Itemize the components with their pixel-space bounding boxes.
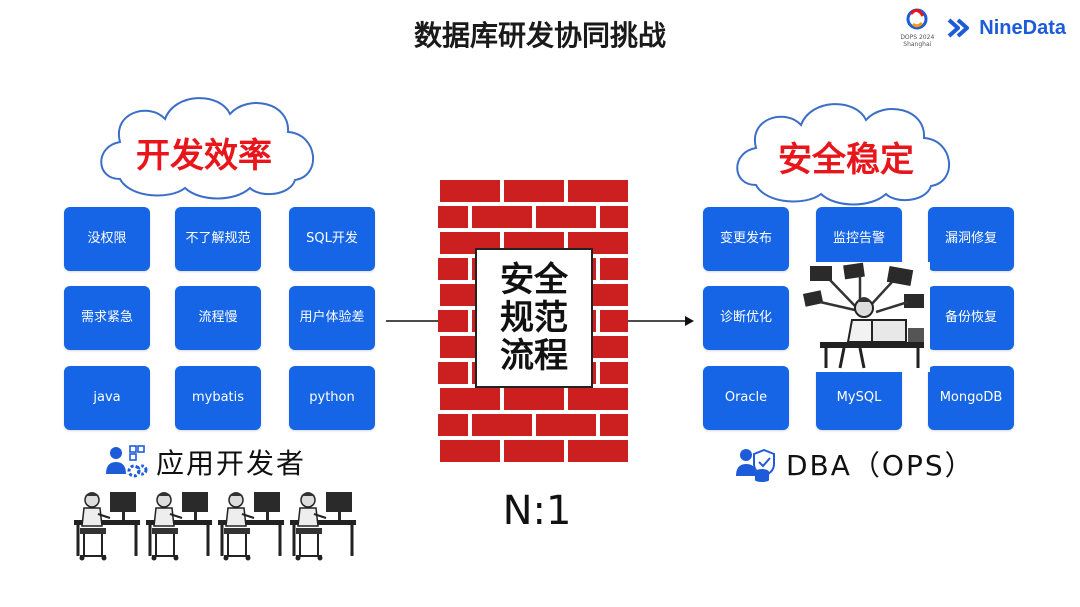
- tile-python: python: [289, 366, 375, 430]
- wall-label-box: 安全 规范 流程: [475, 248, 593, 388]
- wall-line-process: 流程: [500, 336, 568, 376]
- wall-brick: [440, 440, 500, 462]
- wall-line-standard: 规范: [500, 298, 568, 338]
- tile-mybatis: mybatis: [175, 366, 261, 430]
- cloud-shape-icon: [100, 97, 314, 200]
- ratio-label: N:1: [0, 488, 1080, 534]
- cloud-shape-icon: [736, 103, 950, 206]
- wall-brick: [438, 362, 468, 384]
- dops-logo: DOPS 2024 Shanghai: [897, 8, 937, 48]
- wall-brick: [438, 258, 468, 280]
- developer-desk: [214, 486, 286, 566]
- left-cloud: 开发效率: [90, 84, 330, 204]
- tile-change-release: 变更发布: [703, 207, 789, 271]
- ninedata-logo-icon: [947, 18, 970, 38]
- wall-brick: [600, 414, 628, 436]
- developer-gear-icon: [106, 445, 148, 478]
- developer-desk: [286, 486, 358, 566]
- right-arrow-icon: [627, 316, 694, 326]
- ninedata-brand: NineData: [979, 16, 1066, 39]
- busy-dba-illustration: [800, 262, 930, 372]
- wall-brick: [600, 206, 628, 228]
- wall-brick: [568, 180, 628, 202]
- tile-mysql: MySQL: [816, 366, 902, 430]
- wall-brick: [472, 206, 532, 228]
- wall-brick: [536, 206, 596, 228]
- tile-no-standards: 不了解规范: [175, 207, 261, 271]
- developers-illustration: [70, 486, 358, 566]
- page-title: 数据库研发协同挑战: [413, 19, 666, 52]
- tile-slow-process: 流程慢: [175, 286, 261, 350]
- ratio-text: N:1: [502, 488, 572, 534]
- tile-urgent-request: 需求紧急: [64, 286, 150, 350]
- wall-brick: [438, 414, 468, 436]
- tile-oracle: Oracle: [703, 366, 789, 430]
- tile-diagnosis: 诊断优化: [703, 286, 789, 350]
- left-cloud-text: 开发效率: [136, 136, 272, 176]
- wall-brick: [504, 440, 564, 462]
- wall-brick: [440, 180, 500, 202]
- right-caption-text: DBA（OPS）: [786, 449, 975, 482]
- wall-brick: [438, 206, 468, 228]
- tile-no-permission: 没权限: [64, 207, 150, 271]
- wall-brick: [600, 362, 628, 384]
- wall-brick: [600, 258, 628, 280]
- right-cloud: 安全稳定: [726, 90, 966, 210]
- logos: DOPS 2024 Shanghai NineData: [897, 8, 1066, 48]
- tile-vuln-fix: 漏洞修复: [928, 207, 1014, 271]
- dops-swirl-icon: [906, 8, 928, 30]
- wall-line-security: 安全: [500, 260, 568, 300]
- developer-desk: [70, 486, 142, 566]
- left-caption: 应用开发者: [104, 442, 306, 482]
- wall-brick: [568, 440, 628, 462]
- tile-java: java: [64, 366, 150, 430]
- developer-desk: [142, 486, 214, 566]
- wall-brick: [600, 310, 628, 332]
- wall-brick: [504, 388, 564, 410]
- tile-mongodb: MongoDB: [928, 366, 1014, 430]
- tile-sql-dev: SQL开发: [289, 207, 375, 271]
- dba-shield-icon: [736, 448, 775, 482]
- wall-brick: [504, 180, 564, 202]
- wall-brick: [568, 388, 628, 410]
- right-caption: DBA（OPS）: [734, 444, 975, 484]
- tile-monitoring: 监控告警: [816, 207, 902, 271]
- dops-label: DOPS 2024 Shanghai: [900, 34, 935, 48]
- left-caption-text: 应用开发者: [156, 447, 307, 480]
- wall-brick: [440, 388, 500, 410]
- tile-poor-ux: 用户体验差: [289, 286, 375, 350]
- wall-brick: [536, 414, 596, 436]
- tile-backup: 备份恢复: [928, 286, 1014, 350]
- right-cloud-text: 安全稳定: [778, 140, 914, 180]
- left-arrow-line: [386, 320, 446, 322]
- wall-brick: [438, 310, 468, 332]
- wall-brick: [472, 414, 532, 436]
